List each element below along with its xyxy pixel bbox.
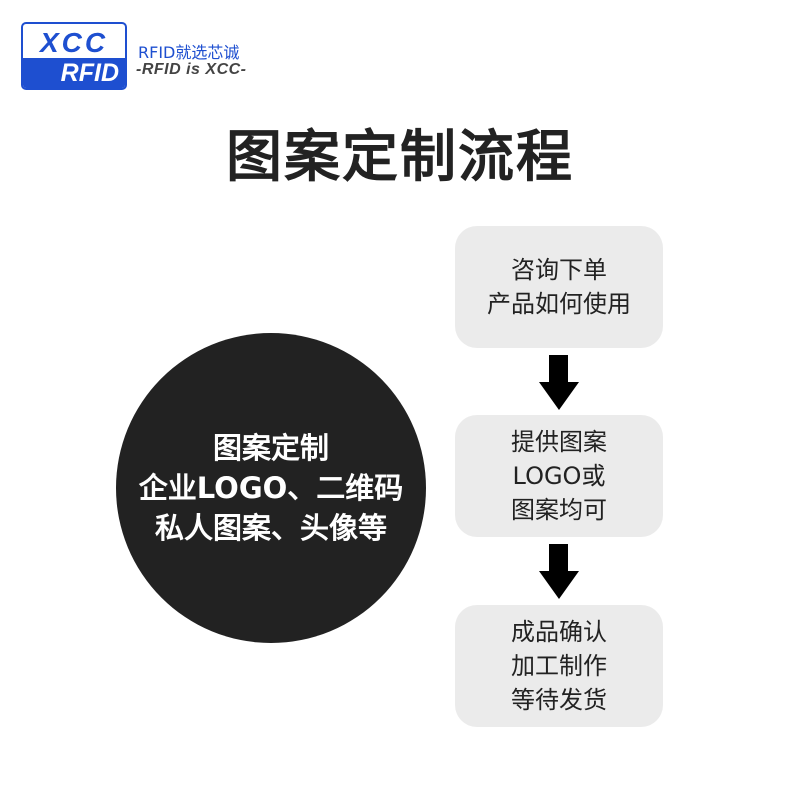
step-line: 加工制作 — [511, 652, 607, 680]
logo-tagline-cn: RFID就选芯诚 — [138, 43, 240, 62]
step-line: 提供图案 — [511, 428, 607, 456]
step-consult-order: 咨询下单 产品如何使用 — [455, 226, 663, 348]
down-arrow-icon — [539, 355, 579, 410]
down-arrow-icon — [539, 544, 579, 599]
step-line: 咨询下单 — [511, 256, 607, 284]
step-line: LOGO或 — [512, 462, 606, 490]
step-confirm-produce-ship: 成品确认 加工制作 等待发货 — [455, 605, 663, 727]
step-provide-pattern: 提供图案 LOGO或 图案均可 — [455, 415, 663, 537]
page-title: 图案定制流程 — [226, 125, 574, 190]
customization-circle: 图案定制 企业LOGO、二维码 私人图案、头像等 — [116, 333, 426, 643]
step-line: 等待发货 — [511, 686, 607, 714]
circle-line: 私人图案、头像等 — [154, 511, 387, 545]
step-line: 图案均可 — [511, 496, 607, 524]
logo-xcc-text: XCC — [39, 27, 109, 58]
logo-rfid-text: RFID — [23, 58, 125, 88]
logo-badge: XCC RFID — [21, 22, 127, 90]
circle-line: 图案定制 — [212, 431, 329, 465]
circle-line: 企业LOGO、二维码 — [138, 471, 404, 505]
step-line: 产品如何使用 — [487, 290, 631, 318]
step-line: 成品确认 — [511, 618, 607, 646]
logo-tagline-en: -RFID is XCC- — [136, 61, 247, 78]
